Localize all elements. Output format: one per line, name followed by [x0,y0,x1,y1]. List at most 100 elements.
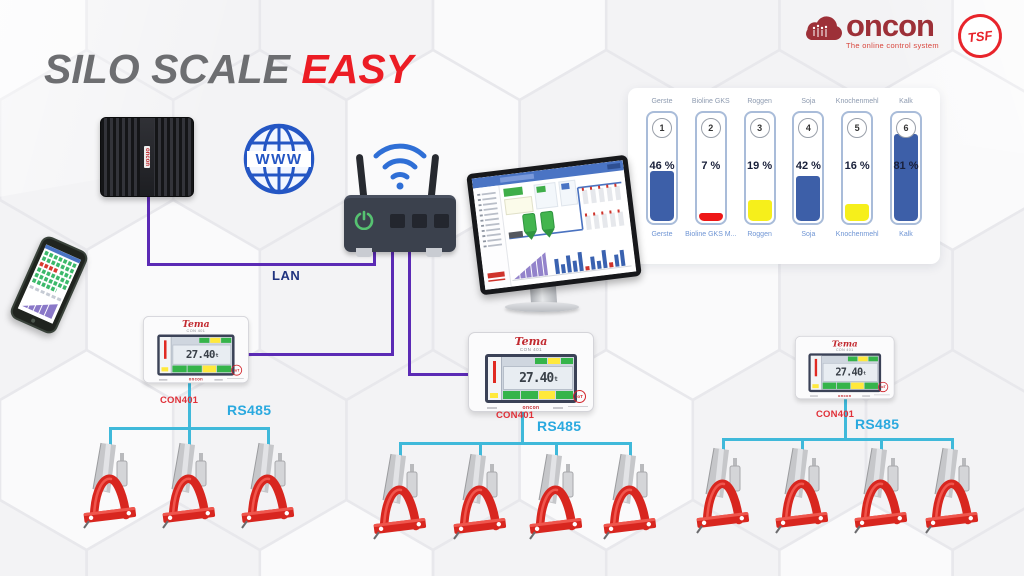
lan-wire [147,263,376,266]
iot-badge-caption [874,394,890,396]
con401-label: CON401 [496,410,535,421]
oncon-logo: oncon The online control system [800,10,939,50]
display-thermometer-column [159,337,172,374]
silo-number-badge: 4 [798,118,819,138]
silo-fill-level [796,176,821,221]
silo-number-badge: 2 [700,118,721,138]
dashboard-screen [471,160,637,290]
silo-name-top: Kalk [899,98,913,105]
silo-fill-level [893,134,918,221]
router-antenna-left [355,153,368,199]
display-status-row [172,337,232,344]
monitor-base [505,302,579,312]
mini-pc-brand-label: oncon [144,146,150,168]
weight-value: 27.40 [835,366,863,379]
router-to-controller-wire [408,373,470,376]
gateway-mini-pc: oncon [100,117,194,197]
router-port [412,214,427,228]
silo-scale-sensor [850,446,912,534]
silo-name-bottom: Kalk [899,231,913,238]
rs485-bus-wire [843,398,847,441]
wifi-signal-icon [373,143,427,190]
router-port [434,214,449,228]
thermometer-bar [164,340,167,359]
silo-scale-sensor [369,452,431,540]
controller-footer-brand: oncon [188,377,204,383]
weight-unit: t [215,352,218,359]
silo-name-top: Knochenmehl [835,98,879,105]
silo-number-badge: 1 [652,118,672,138]
silo-name-bottom: Gerste [651,231,673,238]
controller-hinge [862,394,871,397]
controller-brand: Tema [514,335,548,348]
rs485-bus-wire [628,442,632,464]
silo-number-badge: 3 [749,118,770,138]
iot-badge-icon: IoT [573,390,586,403]
silo-number-badge: 6 [895,118,916,138]
rs485-bus-wire [721,438,954,441]
silo-name-top: Gerste [651,98,673,105]
controller-hinge [214,378,223,381]
display-thermometer-column [810,355,822,390]
display-status-row [822,356,879,362]
silo-scale-sensor [692,446,754,534]
thermometer-bar [814,358,818,377]
display-thermometer-column [488,357,502,400]
rs485-bus-wire [398,442,632,445]
rs485-bus-wire [800,438,804,458]
silo-scale-sensor [921,446,983,534]
silo-fill-level [845,204,870,221]
controller-model: CON 401 [835,347,854,352]
rs485-label: RS485 [855,416,900,432]
silo-name-top: Roggen [747,98,772,105]
oncon-dashboard-graphic [471,160,637,290]
weight-unit: t [554,376,558,383]
smartphone-app [7,233,91,337]
rs485-bus-wire [187,383,191,430]
router-to-controller-wire [408,250,411,376]
silo-name-bottom: Roggen [747,231,772,238]
controller-footer-brand: oncon [838,393,852,399]
title-red-part: EASY [301,46,414,92]
iot-badge-icon: IoT [231,364,243,376]
display-status-row [502,357,574,365]
controller-hinge [158,378,168,381]
silo-percent: 7 % [701,160,721,172]
title-gray-part: SILO SCALE [44,46,302,92]
rs485-bus-wire [721,438,725,458]
silo-fill-level [747,200,772,221]
silo-scale-sensor [599,452,661,540]
silo-name-top: Bioline GKS [691,98,730,105]
display-button-row [502,391,574,400]
oncon-cloud-icon [806,16,842,40]
controller-hinge [810,394,818,397]
rs485-bus-wire [478,442,482,464]
router-foot [426,248,442,257]
iot-badge-caption [227,377,244,379]
router-body [344,195,456,252]
router-to-controller-wire [248,353,394,356]
con401-label: CON401 [160,395,199,406]
silo-scale-sensor [449,452,511,540]
phone-home-button [30,317,36,324]
rs485-bus-wire [950,438,954,458]
silo-scale-sensor [525,452,587,540]
oncon-wordmark-block: oncon The online control system [846,10,939,50]
dashboard-monitor [466,154,642,296]
rs485-bus-wire [554,442,558,464]
lan-label: LAN [272,268,301,283]
silo-fill-level [698,213,723,221]
app-status-grid-graphic [17,244,81,324]
mini-pc-front-strip: oncon [140,118,154,196]
rs485-bus-wire [520,410,524,445]
